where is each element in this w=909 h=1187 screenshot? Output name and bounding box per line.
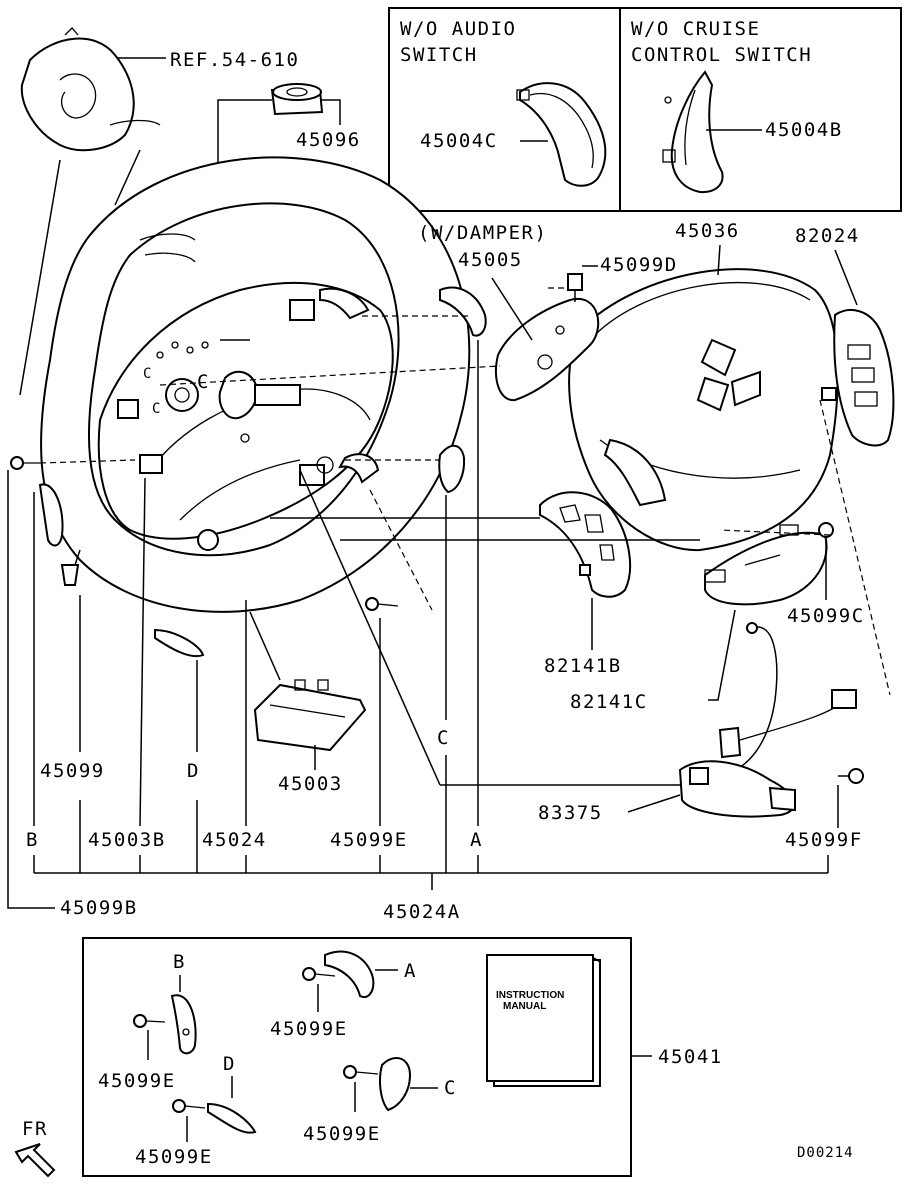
label-45099E-row: 45099E: [330, 829, 408, 851]
kit-screw-A: [302, 967, 336, 981]
switch-82141B: [539, 491, 632, 598]
switch-82024: [821, 309, 895, 447]
steering-wheel-45024: C C C: [40, 156, 471, 613]
screw-45099E-center: [365, 597, 399, 611]
kit-label-A: A: [404, 960, 417, 982]
label-82024: 82024: [795, 225, 860, 247]
kit-screw-C: [343, 1065, 379, 1079]
part-C-mid: [438, 444, 466, 494]
part-A-top: [439, 286, 487, 337]
label-45036: 45036: [675, 220, 740, 242]
label-C: C: [437, 727, 450, 749]
label-45099B: 45099B: [60, 897, 138, 919]
harness-83375: [678, 622, 857, 818]
label-B: B: [26, 829, 39, 851]
kit-label-45099E-1: 45099E: [98, 1070, 176, 1092]
kit-label-B: B: [173, 951, 186, 973]
label-wo-cruise-2: CONTROL SWITCH: [631, 44, 812, 66]
cover-45004B: [662, 70, 724, 194]
variant-box-frame: [388, 7, 902, 212]
damper-45005: [494, 297, 600, 402]
kit-label-45099E-3: 45099E: [135, 1146, 213, 1168]
manual-line-1: INSTRUCTION: [496, 990, 564, 1001]
label-D: D: [187, 760, 200, 782]
clock-spring: [20, 27, 161, 152]
screw-45099-left: [60, 549, 81, 586]
label-45003B: 45003B: [88, 829, 166, 851]
label-wo-cruise-1: W/O CRUISE: [631, 18, 760, 40]
part-D: [154, 628, 205, 658]
label-fr: FR: [22, 1118, 48, 1140]
kit-label-45099E-4: 45099E: [303, 1123, 381, 1145]
label-45024: 45024: [202, 829, 267, 851]
label-ref-54-610: REF.54-610: [170, 49, 299, 71]
svg-text:C: C: [152, 401, 161, 417]
kit-box-45041: B 45099E A 45099E D 45099E: [82, 937, 632, 1177]
kit-box-frame: [82, 937, 632, 1177]
cover-45003: [253, 679, 367, 752]
kit-label-45099E-2: 45099E: [270, 1018, 348, 1040]
kit-screw-B: [133, 1014, 166, 1028]
airbag-module-45036: [568, 268, 839, 552]
cover-45004C: [516, 82, 607, 187]
label-82141B: 82141B: [544, 655, 622, 677]
kit-label-D: D: [223, 1053, 236, 1075]
label-82141C: 82141C: [570, 691, 648, 713]
label-A: A: [470, 829, 483, 851]
svg-text:C: C: [197, 371, 210, 393]
label-wo-audio-2: SWITCH: [400, 44, 478, 66]
instruction-manual: INSTRUCTION MANUAL: [486, 954, 601, 1087]
nut-45096: [270, 83, 324, 116]
screw-45099F: [838, 768, 864, 784]
kit-label-C: C: [444, 1077, 457, 1099]
label-45041: 45041: [658, 1046, 723, 1068]
screw-45099B: [10, 456, 40, 470]
diagram-code: D00214: [797, 1145, 854, 1161]
label-w-damper: (W/DAMPER): [418, 222, 547, 244]
label-45099D: 45099D: [600, 254, 678, 276]
screw-45099D: [567, 273, 583, 302]
svg-text:C: C: [143, 366, 152, 382]
label-45005: 45005: [458, 249, 523, 271]
label-45003: 45003: [278, 773, 343, 795]
label-83375: 83375: [538, 802, 603, 824]
part-B-left: [38, 483, 64, 547]
label-45099: 45099: [40, 760, 105, 782]
label-45004B: 45004B: [765, 119, 843, 141]
label-45024A: 45024A: [383, 901, 461, 923]
front-arrow-icon: FR: [14, 1118, 56, 1178]
label-wo-audio-1: W/O AUDIO: [400, 18, 516, 40]
kit-screw-D: [172, 1099, 206, 1113]
manual-line-2: MANUAL: [503, 1001, 546, 1012]
variant-box: W/O AUDIO SWITCH W/O CRUISE CONTROL SWIT…: [388, 7, 902, 212]
label-45099F: 45099F: [785, 829, 863, 851]
screw-45099C: [818, 522, 834, 538]
label-45004C: 45004C: [420, 130, 498, 152]
switch-82141C: [704, 524, 828, 606]
label-45096: 45096: [296, 129, 361, 151]
label-45099C: 45099C: [787, 605, 865, 627]
